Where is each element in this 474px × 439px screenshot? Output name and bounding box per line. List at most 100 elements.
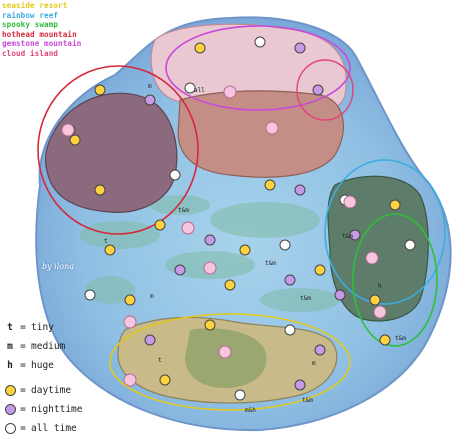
key-row-alltime: = all time: [3, 419, 115, 438]
shell-icon: [223, 85, 237, 99]
region-label-rainbow-reef: rainbow reef: [2, 10, 59, 20]
key-equals: =: [20, 360, 26, 371]
shell-icon: [123, 315, 137, 329]
daytime-marker: [94, 84, 106, 96]
daytime-marker: [204, 319, 216, 331]
cloud-island-land: [177, 90, 344, 178]
nighttime-marker: [144, 334, 156, 346]
key-row-nighttime: = nighttime: [3, 400, 115, 419]
size-labels: all m t&m t t&m t&m t&m h t&m t m m&h t&…: [104, 83, 406, 414]
daytime-marker: [154, 219, 166, 231]
size-label: t&m: [178, 207, 189, 214]
size-label: t&m: [300, 295, 311, 302]
daytime-marker: [379, 334, 391, 346]
key-label: huge: [31, 360, 54, 371]
region-label-hothead-mountain: hothead mountain: [2, 29, 77, 39]
key-label: all time: [31, 423, 77, 434]
key-row-huge: h = huge: [3, 356, 115, 375]
map-key: t = tiny m = medium h = huge = daytime =…: [3, 318, 115, 438]
key-equals: =: [20, 322, 26, 333]
shell-icons: [61, 85, 387, 387]
size-label: m: [312, 360, 316, 367]
credit-text: by ilona: [42, 262, 75, 271]
key-letter: h: [7, 360, 13, 371]
daytime-marker: [69, 134, 81, 146]
size-label: t: [158, 357, 162, 364]
key-label: medium: [31, 341, 66, 352]
size-label: t&m: [342, 233, 353, 240]
shell-icon: [343, 195, 357, 209]
shell-icon: [218, 345, 232, 359]
nighttime-marker: [314, 344, 326, 356]
daytime-marker: [94, 184, 106, 196]
shell-icon: [181, 221, 195, 235]
daytime-marker: [104, 244, 116, 256]
key-label: tiny: [31, 322, 54, 333]
nighttime-marker: [334, 289, 346, 301]
spooky-swamp-outline: [352, 213, 438, 347]
region-legend: seaside resort rainbow reef spooky swamp…: [2, 1, 128, 59]
key-equals: =: [20, 341, 26, 352]
size-label: m&h: [245, 407, 256, 414]
alltime-icon: [3, 423, 17, 434]
hothead-mountain-outline: [37, 65, 199, 235]
alltime-marker: [254, 36, 266, 48]
nighttime-marker: [349, 229, 361, 241]
alltime-marker: [284, 324, 296, 336]
nighttime-marker: [294, 184, 306, 196]
size-label: all: [194, 87, 205, 94]
daytime-marker: [194, 42, 206, 54]
key-equals: =: [20, 423, 26, 434]
alltime-marker: [169, 169, 181, 181]
key-row-medium: m = medium: [3, 337, 115, 356]
size-label: t&m: [395, 335, 406, 342]
daytime-marker: [314, 264, 326, 276]
shell-icon: [203, 261, 217, 275]
alltime-marker: [234, 389, 246, 401]
key-letter: t: [7, 322, 13, 333]
daytime-marker: [224, 279, 236, 291]
alltime-marker: [184, 82, 196, 94]
seaside-resort-outline: [109, 313, 351, 411]
region-label-seaside-resort: seaside resort: [2, 1, 68, 10]
nighttime-marker: [312, 84, 324, 96]
shell-icon: [61, 123, 75, 137]
gemstone-mountain-outline: [165, 25, 351, 111]
rainbow-reef-outline: [324, 159, 446, 305]
key-label: daytime: [31, 385, 72, 396]
key-row-daytime: = daytime: [3, 381, 115, 400]
daytime-marker: [369, 294, 381, 306]
key-row-tiny: t = tiny: [3, 318, 115, 337]
daytime-marker: [239, 244, 251, 256]
size-label: t&m: [302, 397, 313, 404]
nighttime-marker: [204, 234, 216, 246]
shell-icon: [123, 373, 137, 387]
daytime-marker: [124, 294, 136, 306]
daytime-icon: [3, 385, 17, 396]
nighttime-marker: [174, 264, 186, 276]
cloud-island-outline: [296, 59, 354, 121]
shell-icon: [373, 305, 387, 319]
key-letter: m: [7, 341, 13, 352]
hothead-mountain-land: [45, 92, 178, 213]
shell-icon: [265, 121, 279, 135]
shell-icon: [365, 251, 379, 265]
size-label: h: [378, 283, 382, 290]
key-equals: =: [20, 404, 26, 415]
nighttime-marker: [294, 42, 306, 54]
nighttime-icon: [3, 404, 17, 415]
size-label: t&m: [265, 260, 276, 267]
daytime-marker: [159, 374, 171, 386]
size-label: m: [150, 293, 154, 300]
alltime-marker: [84, 289, 96, 301]
key-label: nighttime: [31, 404, 83, 415]
nighttime-marker: [294, 379, 306, 391]
region-label-spooky-swamp: spooky swamp: [2, 20, 59, 30]
alltime-marker: [279, 239, 291, 251]
region-label-cloud-island: cloud island: [2, 48, 59, 58]
region-label-gemstone-mountain: gemstone mountain: [2, 39, 82, 49]
size-label: t: [104, 238, 108, 245]
nighttime-marker: [284, 274, 296, 286]
alltime-marker: [404, 239, 416, 251]
